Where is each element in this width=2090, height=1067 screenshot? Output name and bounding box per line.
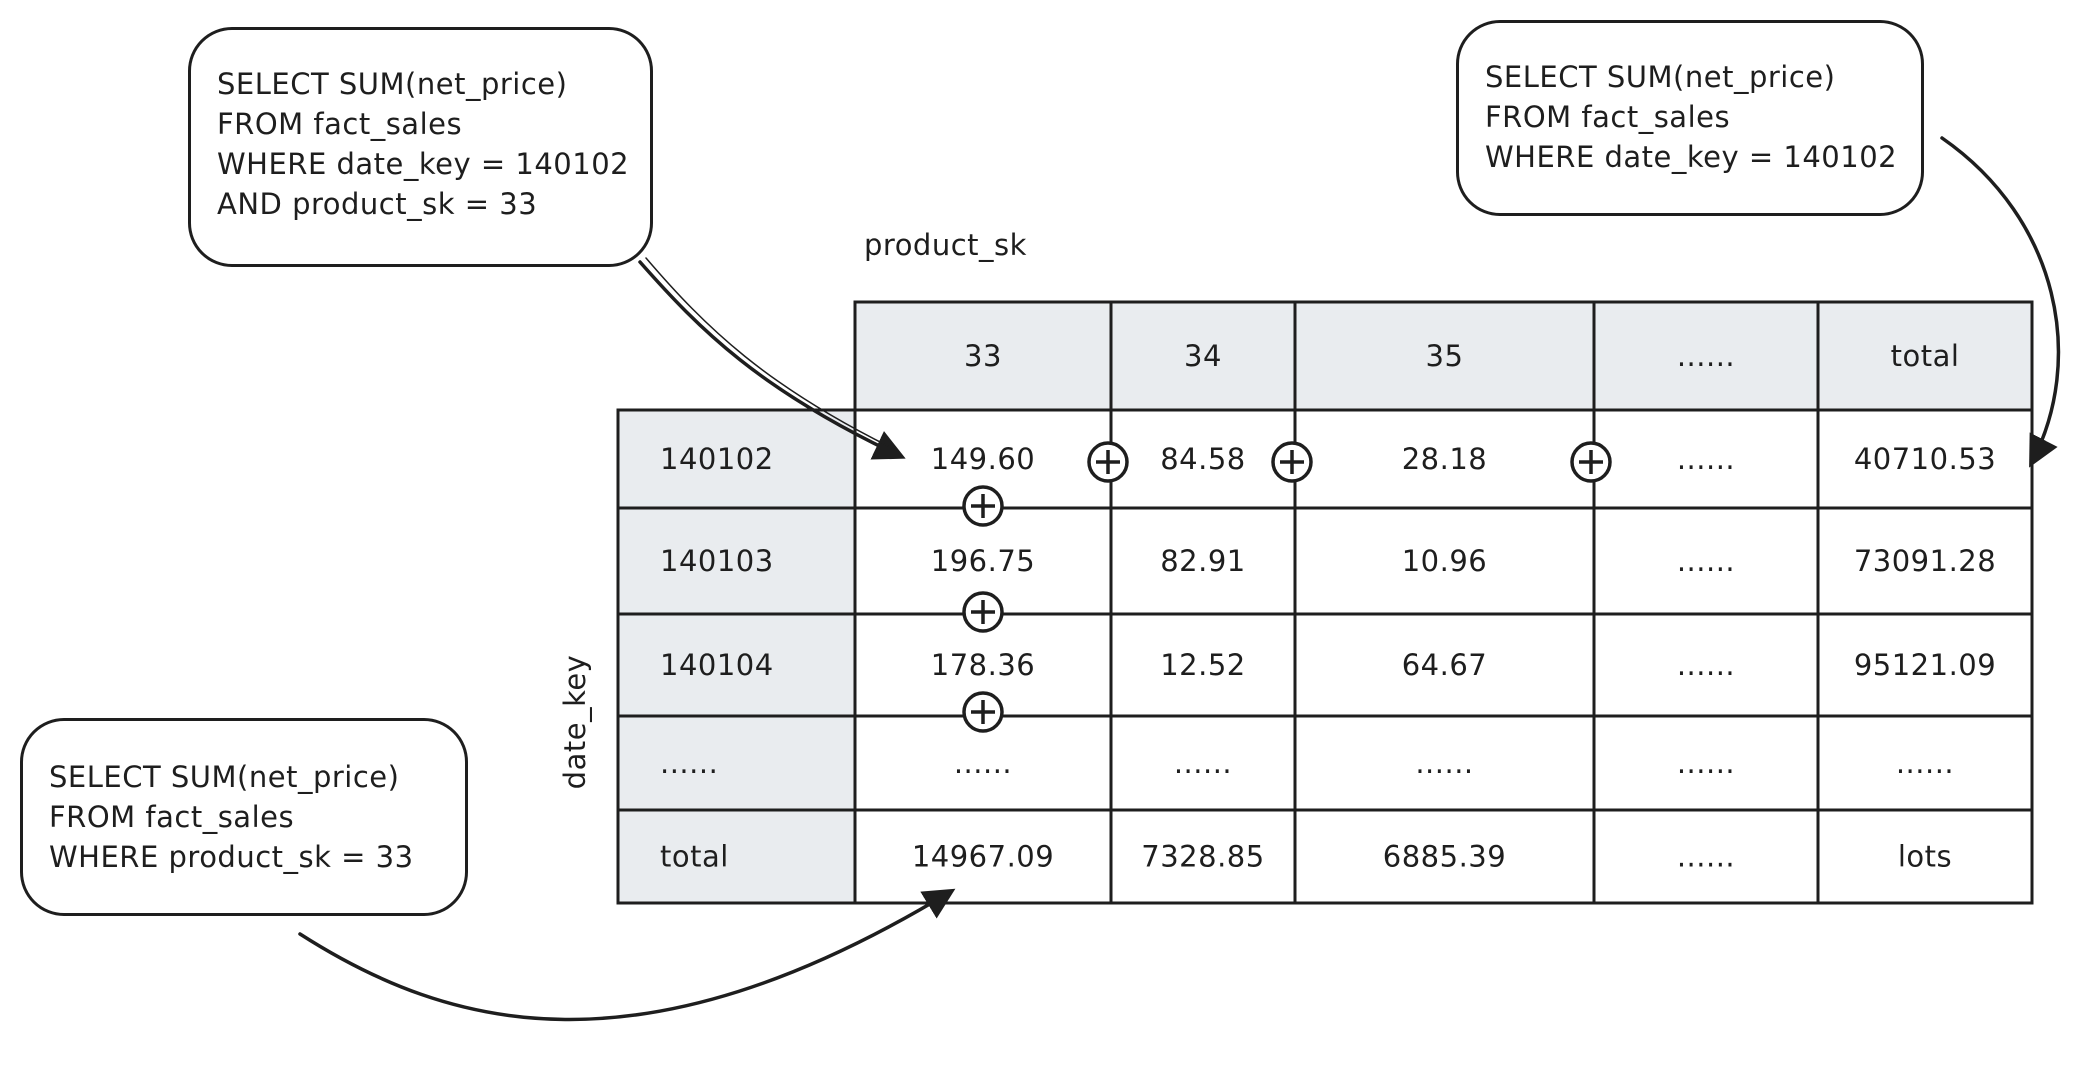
query-line: SELECT SUM(net_price) [217,67,568,101]
table-cell [1592,808,1820,905]
column-header-label: 34 [1184,339,1222,373]
plus-icon [1570,441,1612,483]
table-cell-value: ...... [1174,746,1232,780]
plus-icon [1087,441,1129,483]
query-bubble-row-total: SELECT SUM(net_price) FROM fact_sales WH… [1456,20,1924,216]
table-cell-value: 95121.09 [1854,648,1996,682]
query-line: WHERE date_key = 140102 [217,147,630,181]
query-line: WHERE date_key = 140102 [1485,140,1898,174]
plus-icon [962,591,1004,633]
table-cell-value: ...... [1677,746,1735,780]
table-cell-value: ...... [1677,840,1735,874]
column-header-cell [853,300,1113,412]
plus-icon [962,691,1004,733]
table-cell [1816,506,2034,616]
table-cell-value: 178.36 [931,648,1035,682]
table-cell-value: 6885.39 [1383,840,1506,874]
table-cell-value: lots [1898,840,1952,874]
column-header-label: ...... [1677,339,1735,373]
query-line: FROM fact_sales [49,800,295,834]
row-header-label: 140104 [660,648,774,682]
table-cell-value: 40710.53 [1854,442,1996,476]
arrow-row-total-query [1940,136,2061,468]
table-cell [1109,714,1297,812]
column-header-label: 35 [1426,339,1464,373]
arrow-cell-query-edge [645,257,897,451]
query-line: FROM fact_sales [1485,100,1731,134]
table-cell-value: 84.58 [1160,442,1246,476]
table-cell-value: 149.60 [931,442,1035,476]
query-line: AND product_sk = 33 [217,187,538,221]
table-cell [1816,714,2034,812]
query-line: SELECT SUM(net_price) [49,760,400,794]
column-header-label: total [1891,339,1960,373]
table-cell [1816,808,2034,905]
query-line: FROM fact_sales [217,107,463,141]
plus-icon [1271,441,1313,483]
table-cell-value: 12.52 [1160,648,1246,682]
table-cell [1293,506,1596,616]
column-header-label: 33 [964,339,1002,373]
column-header-cell [1816,300,2034,412]
column-header-cell [1592,300,1820,412]
table-cell-value: 196.75 [931,544,1035,578]
row-header-label: ...... [660,746,718,780]
table-cell-value: ...... [1415,746,1473,780]
table-cell [1293,808,1596,905]
table-cell [1109,808,1297,905]
table-cell-value: ...... [1677,442,1735,476]
arrow-cell-query [638,260,906,460]
query-bubble-cell: SELECT SUM(net_price) FROM fact_sales WH… [188,27,653,267]
column-dimension-label: product_sk [864,228,1027,262]
table-cell [1293,714,1596,812]
row-header-cell [616,408,857,510]
table-cell-value: ...... [1677,648,1735,682]
row-header-label: total [660,840,729,874]
table-cell-value: 7328.85 [1141,840,1264,874]
table-cell-value: ...... [1896,746,1954,780]
table-cell-value: ...... [1677,544,1735,578]
arrow-column-total-query [298,888,956,1022]
plus-icon [962,485,1004,527]
table-cell [1816,408,2034,510]
row-header-label: 140103 [660,544,774,578]
query-line: WHERE product_sk = 33 [49,840,414,874]
table-cell-value: 10.96 [1402,544,1488,578]
table-cell-value: ...... [954,746,1012,780]
table-cell-value: 73091.28 [1854,544,1996,578]
row-header-label: 140102 [660,442,774,476]
table-cell-value: 64.67 [1402,648,1488,682]
row-header-cell [616,714,857,812]
table-cell-value: 14967.09 [912,840,1054,874]
table-cell [853,808,1113,905]
table-cell-value: 82.91 [1160,544,1246,578]
table-cell-value: 28.18 [1402,442,1488,476]
row-header-cell [616,506,857,616]
query-line: SELECT SUM(net_price) [1485,60,1836,94]
query-bubble-column-total: SELECT SUM(net_price) FROM fact_sales WH… [20,718,468,916]
row-header-cell [616,808,857,905]
column-header-cell [1293,300,1596,412]
